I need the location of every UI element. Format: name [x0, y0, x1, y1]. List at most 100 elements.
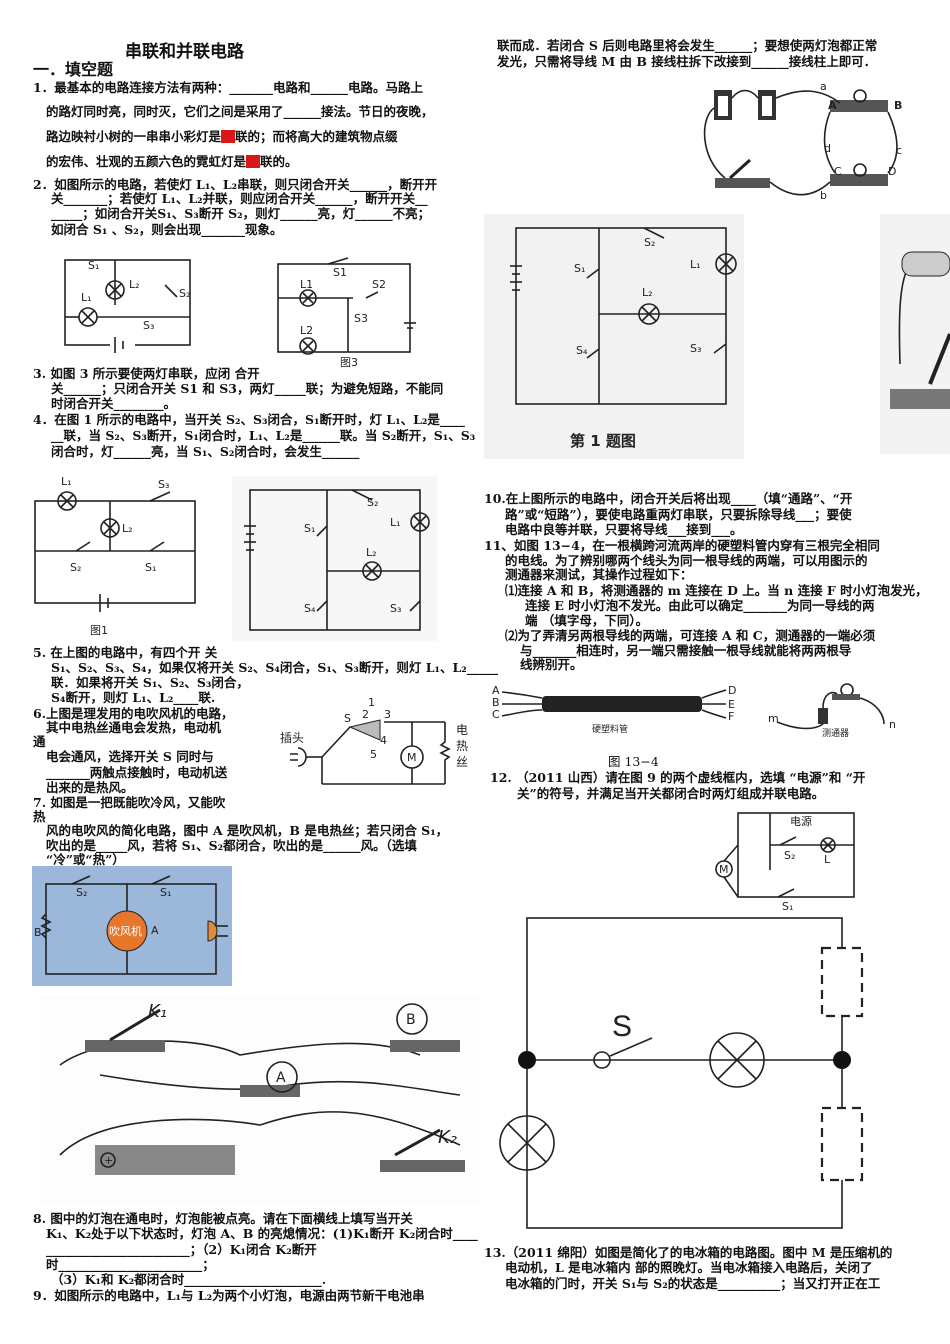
page-title: 串联和并联电路 [125, 42, 244, 62]
q11-line: 的电线。为了辨别哪两个线头为同一根导线的两端，可以用图示的 [505, 553, 868, 568]
svg-text:B: B [894, 99, 902, 112]
redacted-mark [221, 130, 236, 143]
blower-circuit-figure: S₂ S₁ 吹风机 A B [32, 866, 232, 986]
q6-line: 电会通风，选择开关 S 同时与 [46, 749, 214, 764]
svg-text:S3: S3 [354, 312, 368, 325]
q6-line: 其中电热丝通电会发热，电动机 [46, 720, 222, 735]
q6-line: 出来的是热风。 [46, 780, 134, 795]
svg-text:B: B [492, 696, 500, 709]
svg-text:丝: 丝 [456, 755, 468, 769]
q8-line: （3）K₁和 K₂都闭合时______________________. [51, 1272, 327, 1287]
svg-text:S₁: S₁ [145, 561, 156, 574]
q6-line: _______两触点接触时，电动机送 [46, 765, 228, 780]
q3-line: 时闭合开关________。 [51, 396, 177, 411]
q2-line: 关_______；若使灯 L₁、L₂并联，则应闭合开关______，断开开关__ [51, 191, 428, 206]
q8-line: 8. 图中的灯泡在通电时，灯泡能被点亮。请在下面横线上填写当开关 [33, 1211, 413, 1226]
fig13-4-caption: 图 13−4 [608, 754, 659, 769]
q9-line: 发光，只需将导线 M 由 B 接线柱拆下改接到______接线柱上即可． [497, 54, 877, 69]
q2-line: _____；如闭合开关S₁、S₃断开 S₂，则灯______亮，灯______不… [51, 206, 431, 221]
svg-text:S₃: S₃ [158, 478, 169, 491]
q11-line: 线辨别开。 [520, 657, 583, 672]
q12-line: 12. （2011 山西）请在图 9 的两个虚线框内，选填 “电源”和 “开 [490, 770, 866, 785]
svg-text:5: 5 [370, 748, 377, 761]
q10-line: 电路中良等并联，只要将导线___接到___。 [505, 522, 743, 537]
svg-text:S₂: S₂ [70, 561, 81, 574]
svg-text:S₃: S₃ [390, 602, 401, 615]
q5-line: 联．如果将开关 S₁、S₂、S₃闭合， [51, 675, 249, 690]
svg-text:D: D [728, 684, 736, 697]
q11-line: 11、如图 13−4，在一根横跨河流两岸的硬塑料管内穿有三根完全相同 [484, 538, 880, 553]
q13-line: 电冰箱的门时，开关 S₁与 S₂的状态是__________；当又打开正在工 [505, 1276, 881, 1291]
svg-text:3: 3 [384, 708, 391, 721]
q1-line: 1．最基本的电路连接方法有两种：_______电路和______电路。马路上 [33, 80, 423, 95]
svg-text:L₂: L₂ [366, 546, 377, 559]
q5-line: 5. 在上图的电路中，有四个开 关 [33, 645, 218, 660]
svg-text:F: F [728, 710, 734, 723]
svg-text:d: d [824, 142, 831, 155]
svg-text:S₂: S₂ [367, 496, 378, 509]
svg-text:L₂: L₂ [122, 522, 133, 535]
svg-text:D: D [888, 165, 896, 178]
q11-line: 测通器来测试，其操作过程如下： [505, 567, 693, 582]
svg-text:n: n [889, 718, 896, 731]
svg-text:吹风机: 吹风机 [109, 924, 142, 938]
svg-text:S₁: S₁ [304, 522, 315, 535]
q8-line: 时_______________________； [46, 1257, 215, 1272]
svg-text:L₁: L₁ [390, 516, 401, 529]
q12-parallel-circuit: S [499, 917, 864, 1229]
label-l1: L₁ [81, 291, 92, 304]
k1-k2-physical-circuit: K₁ B A + K₂ [40, 995, 480, 1205]
svg-text:+: + [104, 1154, 113, 1167]
fig1-caption: 图1 [90, 624, 108, 637]
svg-text:A: A [151, 924, 159, 937]
partial-apparatus-photo [880, 214, 950, 454]
q7-line: “冷”或“热”） [46, 852, 125, 867]
q11-line: 端 （填字母，下同）。 [525, 613, 649, 628]
svg-text:K₁: K₁ [148, 1001, 167, 1022]
q11-line: ⑵为了弄清另两根导线的两端，可连接 A 和 C，测通器的一端必须 [505, 628, 876, 643]
q4-line: __联，当 S₂、S₃断开，S₁闭合时，L₁、L₂是______联。当 S₂断开… [51, 428, 476, 443]
svg-text:S₂: S₂ [644, 236, 655, 249]
q13-line: 13.（2011 绵阳）如图是简化了的电冰箱的电路图。图中 M 是压缩机的 [484, 1245, 893, 1260]
q11-line: ⑴连接 A 和 B，将测通器的 m 连接在 D 上。当 n 连接 F 时小灯泡发… [505, 583, 928, 598]
q7-line: 7. 如图是一把既能吹冷风，又能吹 [33, 795, 226, 810]
svg-text:热: 热 [456, 739, 468, 753]
q1-line: 的宏伟、壮观的五颜六色的霓虹灯是联的。 [46, 154, 298, 169]
q2-line: 2．如图所示的电路，若使灯 L₁、L₂串联，则只闭合开关______，断开开 [33, 177, 438, 192]
q1-line: 路边映衬小树的一串串小彩灯是联的；而将高大的建筑物点缀 [46, 129, 398, 144]
svg-text:a: a [820, 80, 827, 93]
svg-text:S₂: S₂ [784, 849, 795, 862]
svg-text:L₁: L₁ [61, 475, 72, 488]
q6-line: 通 [33, 734, 46, 749]
q12-line: 关”的符号，并满足当开关都闭合时两灯组成并联电路。 [517, 786, 825, 801]
label-l2: L₂ [129, 278, 140, 291]
svg-text:L₂: L₂ [642, 286, 653, 299]
q9-line: 联而成．若闭合 S 后则电路里将会发生______；要想使两灯泡都正常 [497, 38, 878, 53]
svg-text:L: L [824, 853, 831, 866]
svg-text:电源: 电源 [790, 814, 812, 828]
svg-text:S₄: S₄ [304, 602, 316, 615]
svg-text:S: S [344, 712, 351, 725]
q3-line: 关______；只闭合开关 S1 和 S3，两灯_____联；为避免短路，不能同 [51, 381, 444, 396]
q7-line: 热 [33, 809, 46, 824]
q7-line: 风的电吹风的简化电路，图中 A 是吹风机，B 是电热丝；若只闭合 S₁， [46, 823, 449, 838]
q5-line: S₁、S₂、S₃、S₄，如果仅将开关 S₂、S₄闭合，S₁、S₃断开，则灯 L₁… [51, 660, 498, 675]
pipe-and-tester-figure: ABC DEF 硬塑料管 m n 测通器 [492, 683, 896, 739]
svg-text:A: A [492, 684, 500, 697]
svg-text:电: 电 [456, 723, 468, 737]
svg-text:硬塑料管: 硬塑料管 [592, 723, 628, 735]
svg-text:S2: S2 [372, 278, 386, 291]
q11-line: 连接 E 时小灯泡不发光。由此可以确定_______为同一导线的两 [525, 598, 875, 613]
svg-text:1: 1 [368, 696, 375, 709]
svg-text:B: B [406, 1012, 416, 1028]
svg-text:L2: L2 [300, 324, 313, 337]
svg-text:测通器: 测通器 [822, 728, 849, 739]
q5-line: S₄断开，则灯 L₁、L₂____联. [51, 690, 216, 705]
svg-text:m: m [768, 712, 779, 725]
fig3-caption: 图3 [340, 356, 358, 369]
q12-small-circuit: 电源 S₂ L M S₁ [715, 812, 855, 913]
q13-line: 电动机，L 是电冰箱内 部的照晚灯。当电冰箱接入电路后，关闭了 [505, 1260, 873, 1275]
